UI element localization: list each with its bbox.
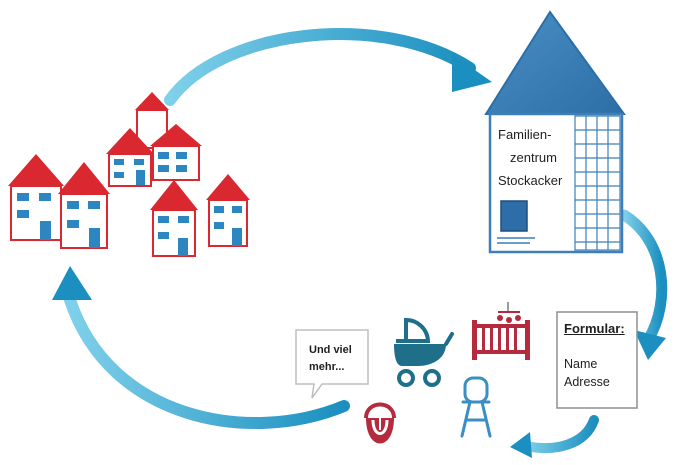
house-icon: [106, 128, 154, 187]
building-grid-windows: [574, 115, 621, 251]
arrow-top: [164, 28, 492, 106]
building-door: [500, 200, 528, 232]
arrow-left: [52, 266, 350, 429]
high-chair-icon: [460, 376, 492, 438]
house-icon: [150, 180, 198, 257]
form-title: Formular:: [564, 321, 625, 336]
arrow-bottom-right: [510, 415, 599, 458]
form-field-address: Adresse: [564, 375, 610, 389]
stroller-icon: [394, 317, 454, 387]
house-icon: [8, 154, 64, 241]
baby-carrier-icon: [364, 402, 396, 444]
family-center-building: [484, 10, 626, 254]
speech-bubble: [295, 329, 369, 399]
arrow-right: [618, 209, 668, 360]
speech-bubble-line2: mehr...: [309, 361, 345, 373]
form-field-name: Name: [564, 357, 598, 371]
center-name-line1: Familien-: [498, 127, 552, 142]
house-icon: [206, 174, 250, 247]
houses-cluster: [8, 92, 250, 257]
crib-icon: [472, 302, 530, 360]
center-name-line3: Stockacker: [498, 173, 563, 188]
house-icon: [150, 124, 202, 181]
house-icon: [58, 162, 110, 249]
form-sheet: [556, 311, 638, 409]
speech-bubble-line1: Und viel: [309, 344, 352, 356]
center-name-line2: zentrum: [510, 150, 557, 165]
